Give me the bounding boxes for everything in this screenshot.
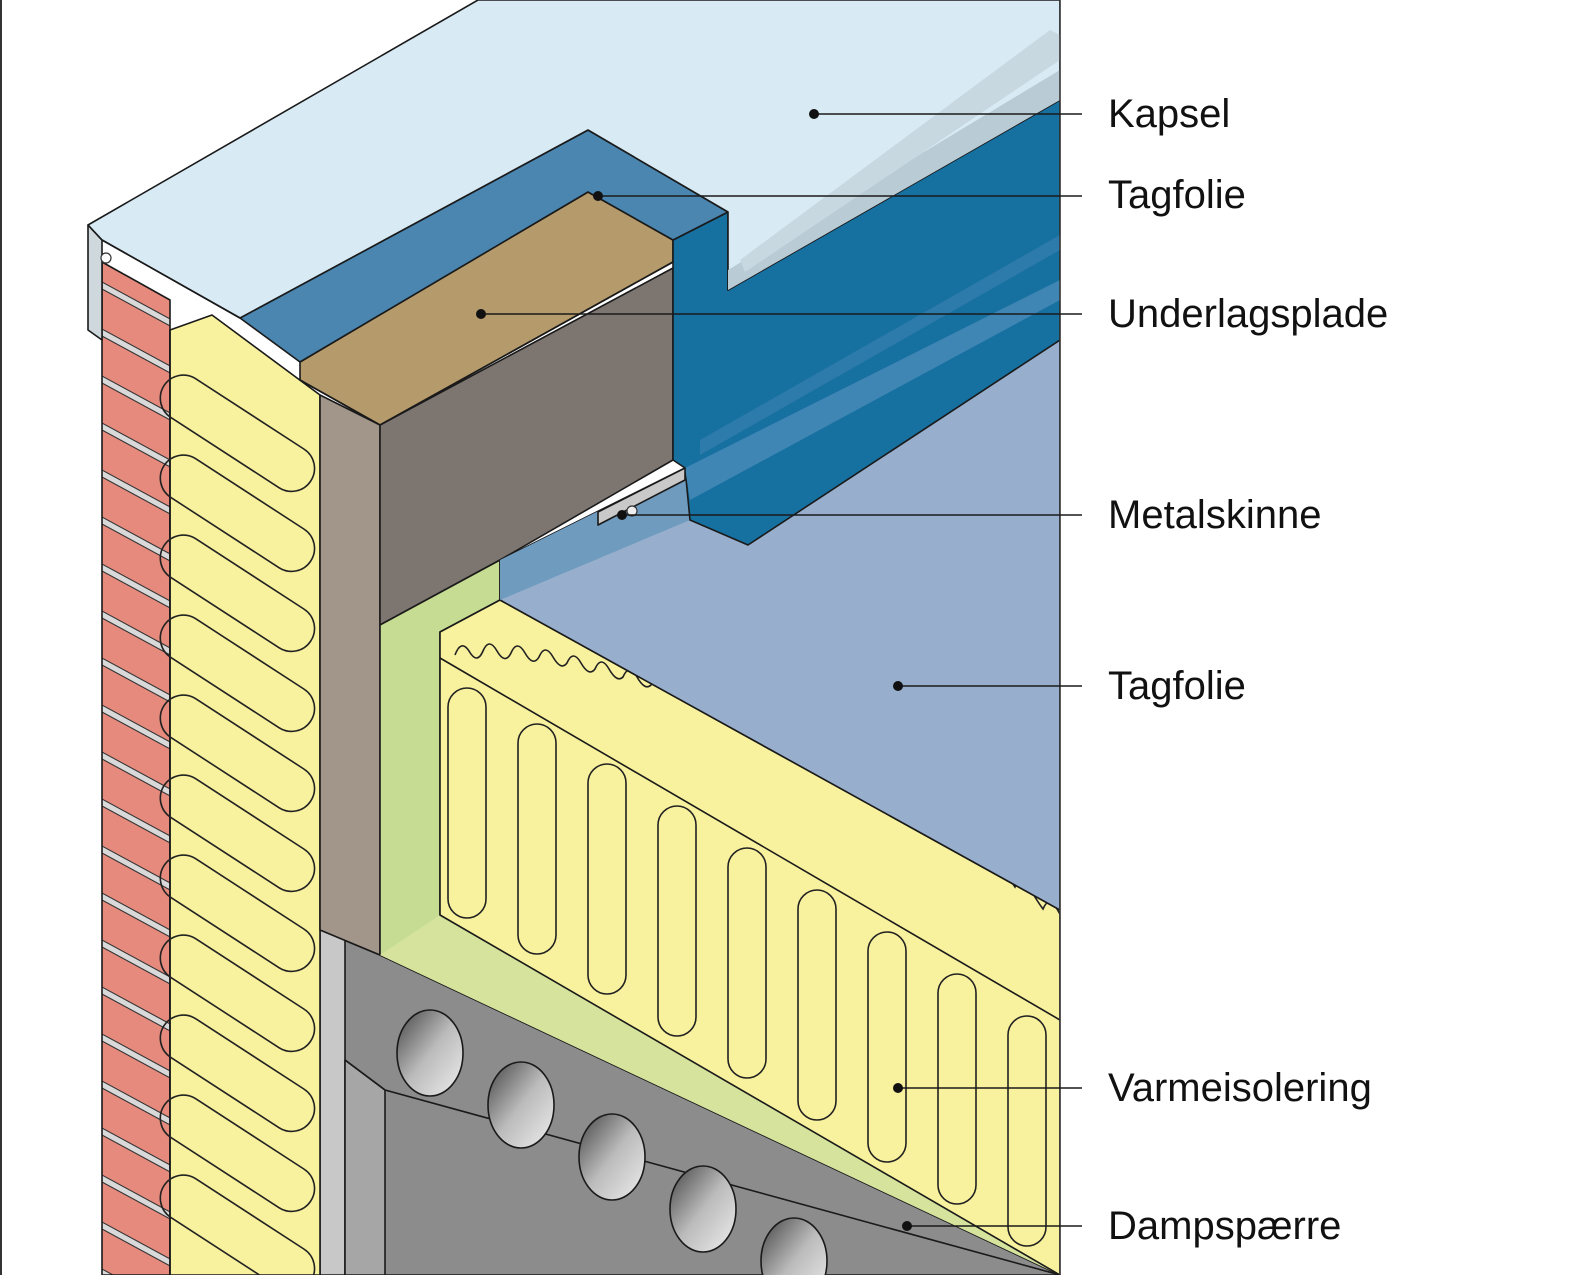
hollow-core-hole [396, 1009, 464, 1097]
wall-insulation [169, 314, 321, 1275]
wall-insulation-pattern [159, 374, 316, 1275]
hollow-core-hole [760, 1217, 828, 1275]
label-metalskinne: Metalskinne [1108, 493, 1321, 537]
label-kapsel: Kapsel [1108, 92, 1230, 136]
label-underlagsplade: Underlagsplade [1108, 292, 1388, 336]
label-tagfolie-main: Tagfolie [1108, 664, 1246, 708]
timber-plank [319, 267, 674, 956]
label-varmeisolering: Varmeisolering [1108, 1066, 1372, 1110]
leader-metalskinne [617, 510, 1082, 520]
leader-kapsel [809, 109, 1082, 119]
hollow-core-hole [669, 1165, 737, 1253]
label-dampspaerre: Dampspærre [1108, 1204, 1341, 1248]
kapsel [87, 0, 1060, 319]
label-tagfolie-top: Tagfolie [1108, 173, 1246, 217]
tagfolie-upstand [672, 99, 1060, 546]
leader-underlagsplade [476, 309, 1082, 319]
leader-dampspaerre [902, 1221, 1082, 1231]
leader-varmeisolering [893, 1083, 1082, 1093]
leader-tagfolie-main [893, 681, 1082, 691]
hollow-core-hole [487, 1061, 555, 1149]
leader-tagfolie-top [593, 191, 1082, 201]
brick-wall [87, 224, 171, 1275]
hollow-core-hole [578, 1113, 646, 1201]
